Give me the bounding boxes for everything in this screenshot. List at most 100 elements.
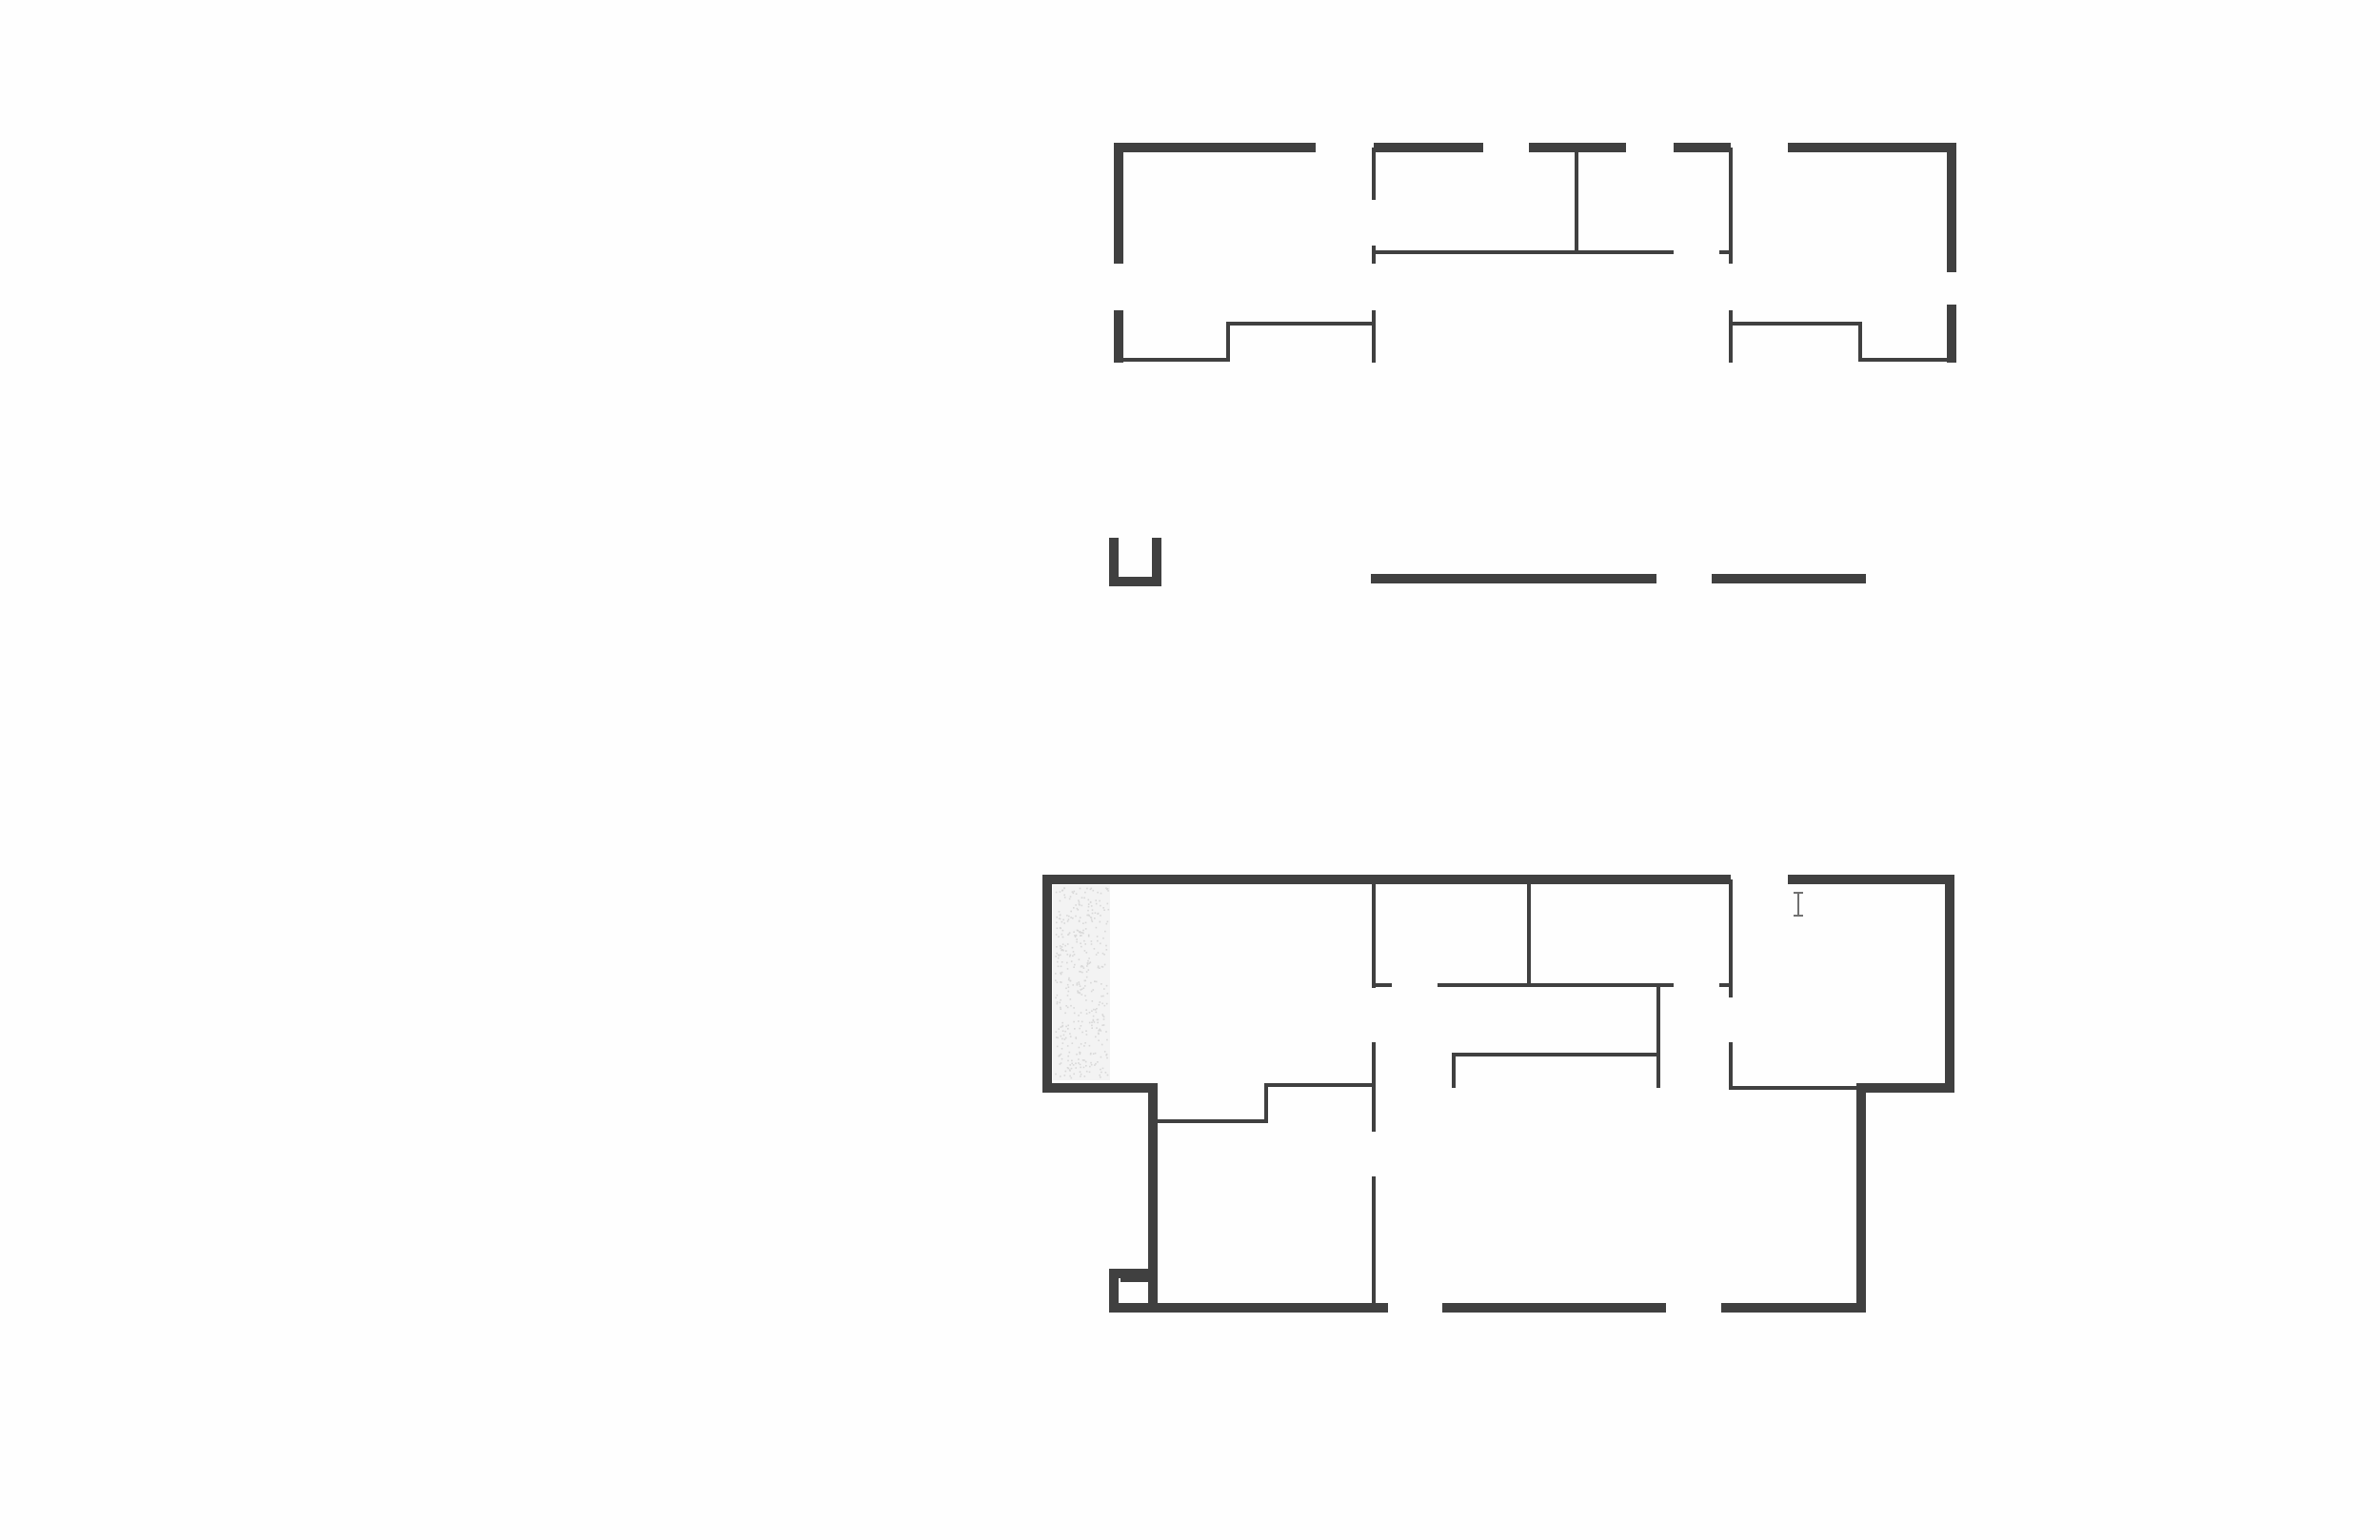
hatch-dot xyxy=(1095,902,1098,905)
hatch-dot xyxy=(1078,1015,1080,1017)
hatch-dot xyxy=(1085,999,1087,1001)
hatch-dot xyxy=(1101,1002,1103,1005)
wall-bottom-left xyxy=(1109,1269,1388,1313)
hatch-dot xyxy=(1058,1028,1060,1030)
hatch-dot xyxy=(1058,918,1061,919)
hatch-dot xyxy=(1097,912,1100,915)
hatch-dot xyxy=(1078,1058,1080,1060)
hatch-dot xyxy=(1071,891,1074,893)
hatch-dot xyxy=(1055,891,1058,894)
hatch-dot xyxy=(1083,897,1085,899)
hatch-dot xyxy=(1061,1024,1064,1027)
hatch-dot xyxy=(1088,1012,1091,1014)
hatch-dot xyxy=(1071,1062,1073,1065)
hatch-dot xyxy=(1076,984,1079,986)
hatch-dot xyxy=(1087,935,1090,938)
hatch-dot xyxy=(1084,943,1086,945)
hatch-dot xyxy=(1098,1033,1100,1036)
hatch-dot xyxy=(1081,932,1083,934)
hatch-dot xyxy=(1072,984,1074,986)
hatch-dot xyxy=(1060,1026,1062,1028)
hatch-dot xyxy=(1097,966,1100,969)
hatch-dot xyxy=(1063,897,1066,898)
hatch-dot xyxy=(1055,1037,1058,1038)
hatch-dot xyxy=(1103,909,1105,911)
hatch-dot xyxy=(1097,965,1100,967)
hatch-dot xyxy=(1057,1037,1059,1039)
hatch-dot xyxy=(1080,971,1081,973)
hatch-dot xyxy=(1095,980,1098,983)
hatch-dot xyxy=(1059,1055,1061,1056)
hatch-dot xyxy=(1069,1070,1071,1072)
hatch-dot xyxy=(1101,966,1104,968)
hatch-dot xyxy=(1072,951,1075,953)
text-cursor-icon xyxy=(1794,892,1803,917)
hatch-dot xyxy=(1101,1043,1103,1046)
hatch-dot xyxy=(1060,1062,1062,1064)
hatch-dot xyxy=(1081,971,1083,974)
hatch-dot xyxy=(1066,1067,1069,1069)
hatch-dot xyxy=(1074,963,1076,966)
hatch-dot xyxy=(1087,905,1090,908)
hatch-dot xyxy=(1055,997,1057,999)
hatch-dot xyxy=(1065,1025,1067,1028)
hatch-dot xyxy=(1097,1018,1100,1021)
hatch-dot xyxy=(1104,1072,1107,1074)
hatch-dot xyxy=(1088,1044,1091,1047)
hatch-dot xyxy=(1060,981,1061,983)
hatch-dot xyxy=(1062,918,1064,921)
hatch-dot xyxy=(1078,1046,1081,1049)
hatch-dot xyxy=(1099,899,1101,902)
hatch-dot xyxy=(1099,967,1101,969)
hatch-dot xyxy=(1104,930,1106,933)
hatch-dot xyxy=(1055,1073,1057,1076)
hatch-dot xyxy=(1079,931,1081,933)
hatch-dot xyxy=(1071,1042,1074,1044)
hatch-dot xyxy=(1101,983,1102,985)
hatch-dot xyxy=(1063,894,1065,897)
hatch-dot xyxy=(1099,1028,1101,1031)
hatched-area xyxy=(1053,885,1110,1080)
hatch-dot xyxy=(1080,942,1081,944)
hatch-dot xyxy=(1080,1076,1081,1077)
hatch-dot xyxy=(1077,990,1079,992)
hatch-dot xyxy=(1067,918,1070,920)
hatch-dot xyxy=(1055,934,1058,936)
hatch-dot xyxy=(1091,909,1094,911)
hatch-dot xyxy=(1105,922,1108,925)
wall-top-left xyxy=(1114,143,1316,264)
closet-left xyxy=(1153,1083,1374,1123)
hatch-dot xyxy=(1060,954,1061,957)
hatch-dot xyxy=(1086,963,1089,965)
hatch-dot xyxy=(1097,939,1099,942)
hatch-dot xyxy=(1085,1065,1087,1067)
hatch-dot xyxy=(1097,891,1099,894)
hatch-dot xyxy=(1072,955,1074,958)
hatch-dot xyxy=(1056,927,1059,930)
hatch-dot xyxy=(1074,1028,1076,1030)
hatch-dot xyxy=(1069,979,1071,982)
hatch-dot xyxy=(1061,1021,1063,1024)
hatch-dot xyxy=(1060,1035,1062,1037)
hatch-dot xyxy=(1089,961,1092,963)
hatch-dot xyxy=(1081,1059,1084,1061)
hatch-dot xyxy=(1061,936,1064,938)
hatch-dot xyxy=(1094,1052,1097,1055)
hatch-texture xyxy=(1055,887,1110,1079)
hatch-dot xyxy=(1069,1033,1071,1035)
hatch-dot xyxy=(1060,965,1062,968)
hatch-dot xyxy=(1106,1074,1109,1076)
hatch-dot xyxy=(1061,929,1064,932)
hatch-dot xyxy=(1103,1051,1106,1053)
hatch-dot xyxy=(1102,1018,1105,1020)
hatch-dot xyxy=(1075,934,1078,937)
lower-exterior-walls xyxy=(1042,875,1954,1313)
hatch-dot xyxy=(1068,915,1070,918)
hatch-dot xyxy=(1079,917,1081,918)
hatch-dot xyxy=(1084,1060,1087,1063)
hatch-dot xyxy=(1098,1030,1100,1032)
hatch-dot xyxy=(1079,1063,1081,1066)
hatch-dot xyxy=(1090,1052,1092,1055)
hatch-dot xyxy=(1090,940,1093,942)
hatch-dot xyxy=(1061,1030,1064,1032)
